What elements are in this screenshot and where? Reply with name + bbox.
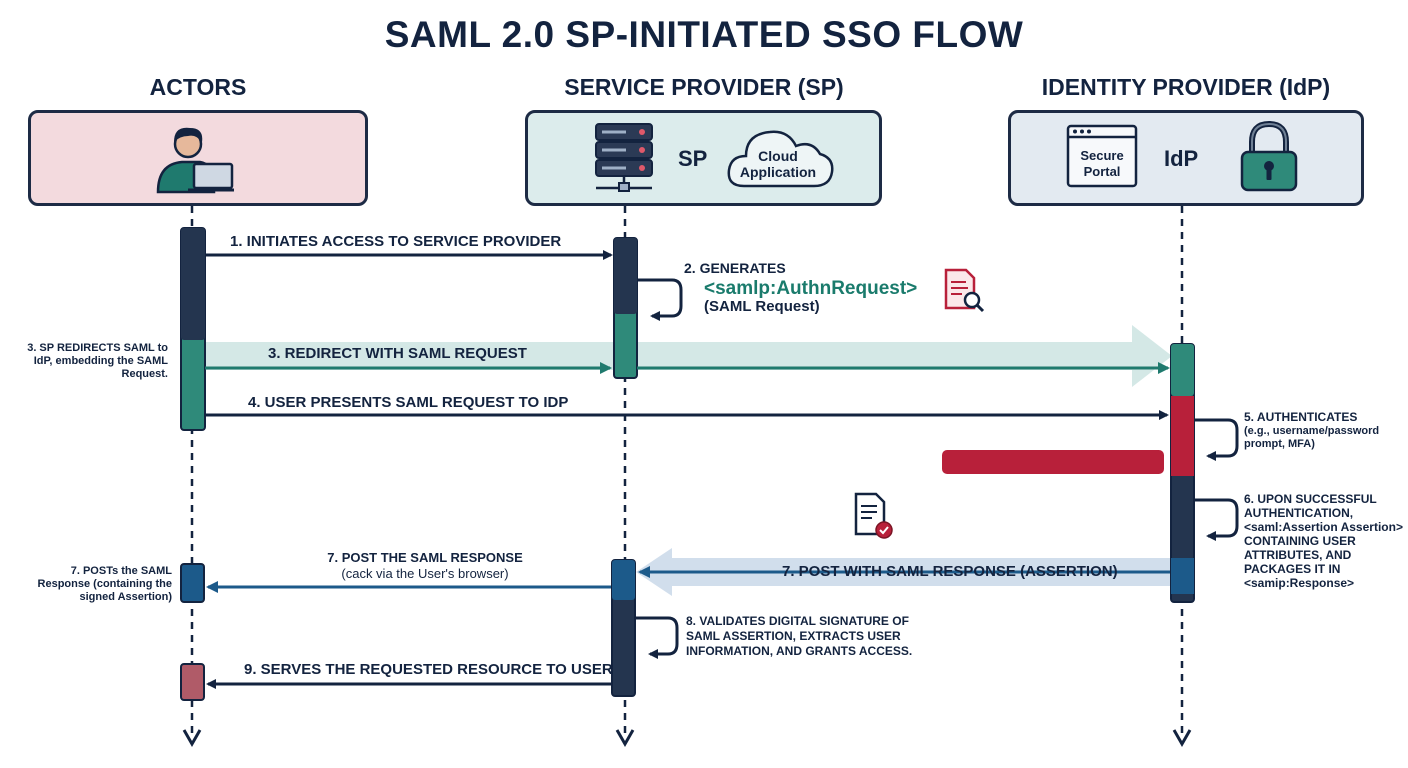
server-icon [595,123,653,192]
step-7-user-note: 7. POSTs the SAML Response (containing t… [37,565,172,603]
column-heading-sp: SERVICE PROVIDER (SP) [564,74,844,100]
step-3-label: 3. REDIRECT WITH SAML REQUEST [268,345,527,362]
secure-portal-label: Secure Portal [1080,148,1124,179]
self-call-step-2 [638,278,683,321]
certificate-icon [854,492,893,539]
step-7-post-label: 7. POST THE SAML RESPONSE [327,550,523,565]
step-4-label: 4. USER PRESENTS SAML REQUEST TO IDP [248,394,569,411]
column-heading-idp: IDENTITY PROVIDER (IdP) [1041,74,1331,100]
actor-activation-3 [180,663,205,701]
step-2-label: 2. GENERATES [684,260,786,276]
authentication-successful-badge [942,450,1164,474]
step-6-label: 6. UPON SUCCESSFUL AUTHENTICATION, <saml… [1244,492,1403,590]
step-7-idp-label: 7. POST WITH SAML RESPONSE (ASSERTION) [782,563,1118,580]
actor-activation-2 [180,563,205,603]
lifeline-end-sp [615,729,635,748]
self-call-step-8 [636,616,679,659]
step-1-label: 1. INITIATES ACCESS TO SERVICE PROVIDER [230,233,562,250]
step-8-label: 8. VALIDATES DIGITAL SIGNATURE OF SAML A… [686,614,913,658]
step-7-post-sublabel: (cack via the User's browser) [341,566,509,581]
saml-request-caption: (SAML Request) [704,298,820,315]
self-call-step-6 [1195,498,1239,541]
step-9-label: 9. SERVES THE REQUESTED RESOURCE TO USER [244,661,613,678]
column-heading-actors: ACTORS [149,74,247,100]
step-5-label: 5. AUTHENTICATES [1244,410,1358,424]
authn-request-code: <samlp:AuthnRequest> [704,278,918,299]
step-5-detail: (e.g., username/password prompt, MFA) [1244,425,1380,450]
document-search-icon [944,268,985,313]
step-3-note: 3. SP REDIRECTS SAML to IdP, embedding t… [27,342,168,380]
sp-label: SP [678,146,708,171]
diagram-title: SAML 2.0 SP-INITIATED SSO FLOW [384,14,1024,55]
lifeline-end-actor [182,729,202,748]
cloud-icon [727,130,834,188]
self-call-step-5 [1195,418,1239,461]
idp-label: IdP [1164,146,1199,171]
padlock-icon [1240,120,1298,192]
cloud-application-label: Cloud Application [739,148,817,180]
user-laptop-icon [156,127,234,194]
redirect-band [206,325,1172,387]
lifeline-end-idp [1172,729,1192,748]
browser-window-icon [1066,124,1138,188]
